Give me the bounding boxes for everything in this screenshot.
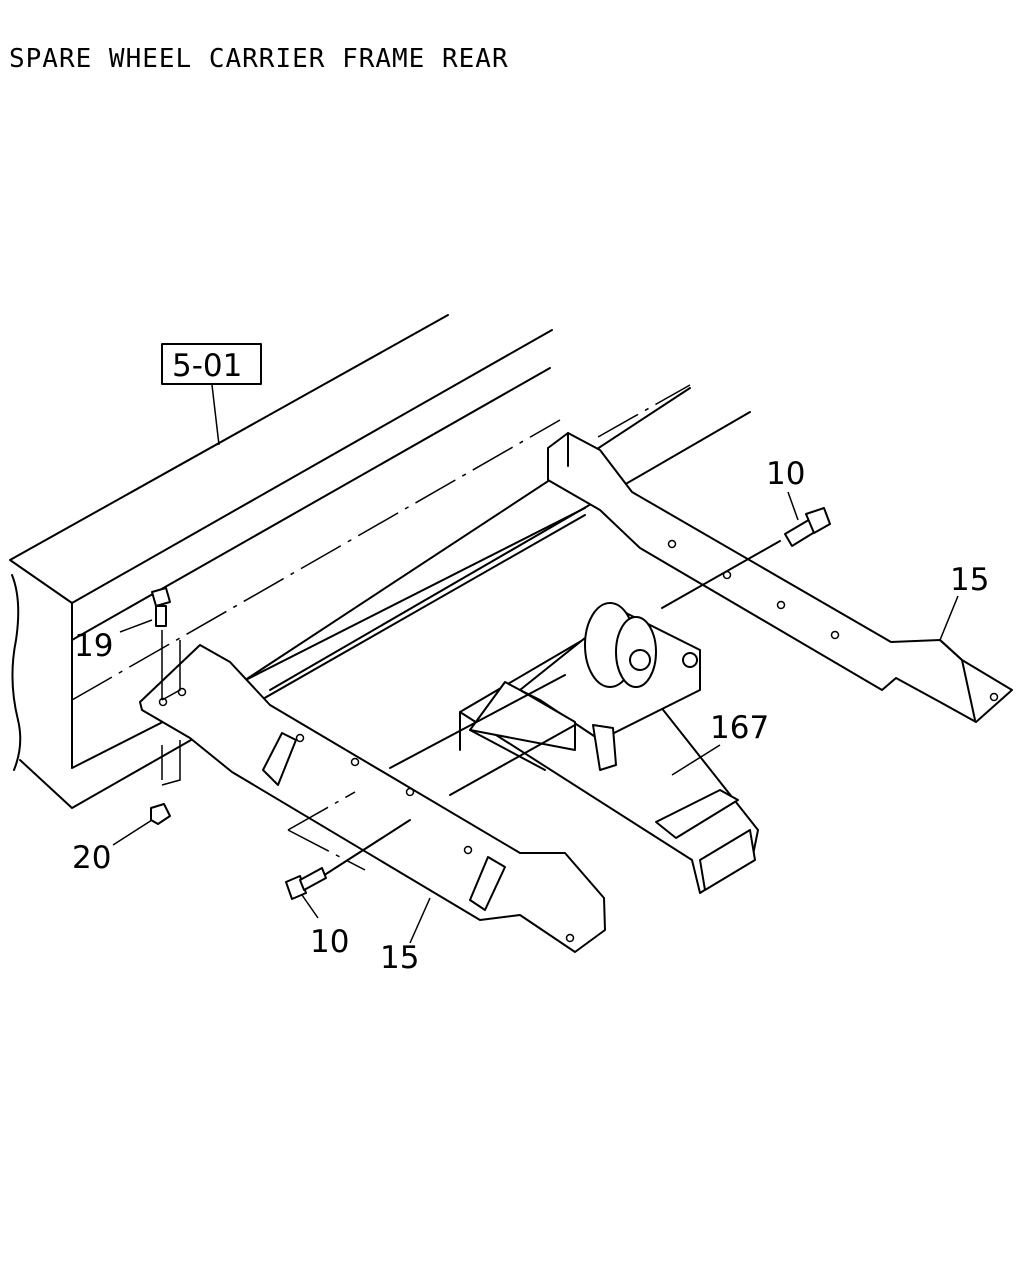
- leader-nut: [112, 819, 153, 846]
- spare-wheel-carrier: [459, 602, 759, 894]
- nut: [150, 803, 171, 825]
- callout-crossmember-left: 15: [380, 940, 419, 976]
- callout-crossmember-right: 15: [950, 562, 989, 598]
- crossmember-right: [547, 432, 1013, 723]
- crossmember-left: [139, 644, 606, 953]
- leader-carrier: [671, 744, 721, 776]
- bolt-left-bottom: [285, 791, 411, 900]
- bolt-right: 10: [661, 456, 831, 609]
- callout-carrier: 167: [710, 710, 769, 746]
- leader-bolt-left-top: [119, 619, 153, 633]
- reference-box-5-01[interactable]: 5-01: [161, 343, 262, 446]
- leader-bolt-left-bottom: [301, 894, 319, 919]
- reference-box-label: 5-01: [172, 348, 242, 384]
- callout-bolt-left-bottom: 10: [310, 924, 349, 960]
- frame-rail: [9, 314, 751, 809]
- leader-crossmember-left: [409, 897, 431, 944]
- page-title: SPARE WHEEL CARRIER FRAME REAR: [9, 44, 509, 74]
- bolt-left-top: [151, 587, 181, 786]
- callout-nut: 20: [72, 840, 111, 876]
- callout-bolt-right: 10: [766, 456, 805, 492]
- leader-crossmember-right: [939, 595, 959, 641]
- callout-bolt-left-top: 19: [74, 628, 113, 664]
